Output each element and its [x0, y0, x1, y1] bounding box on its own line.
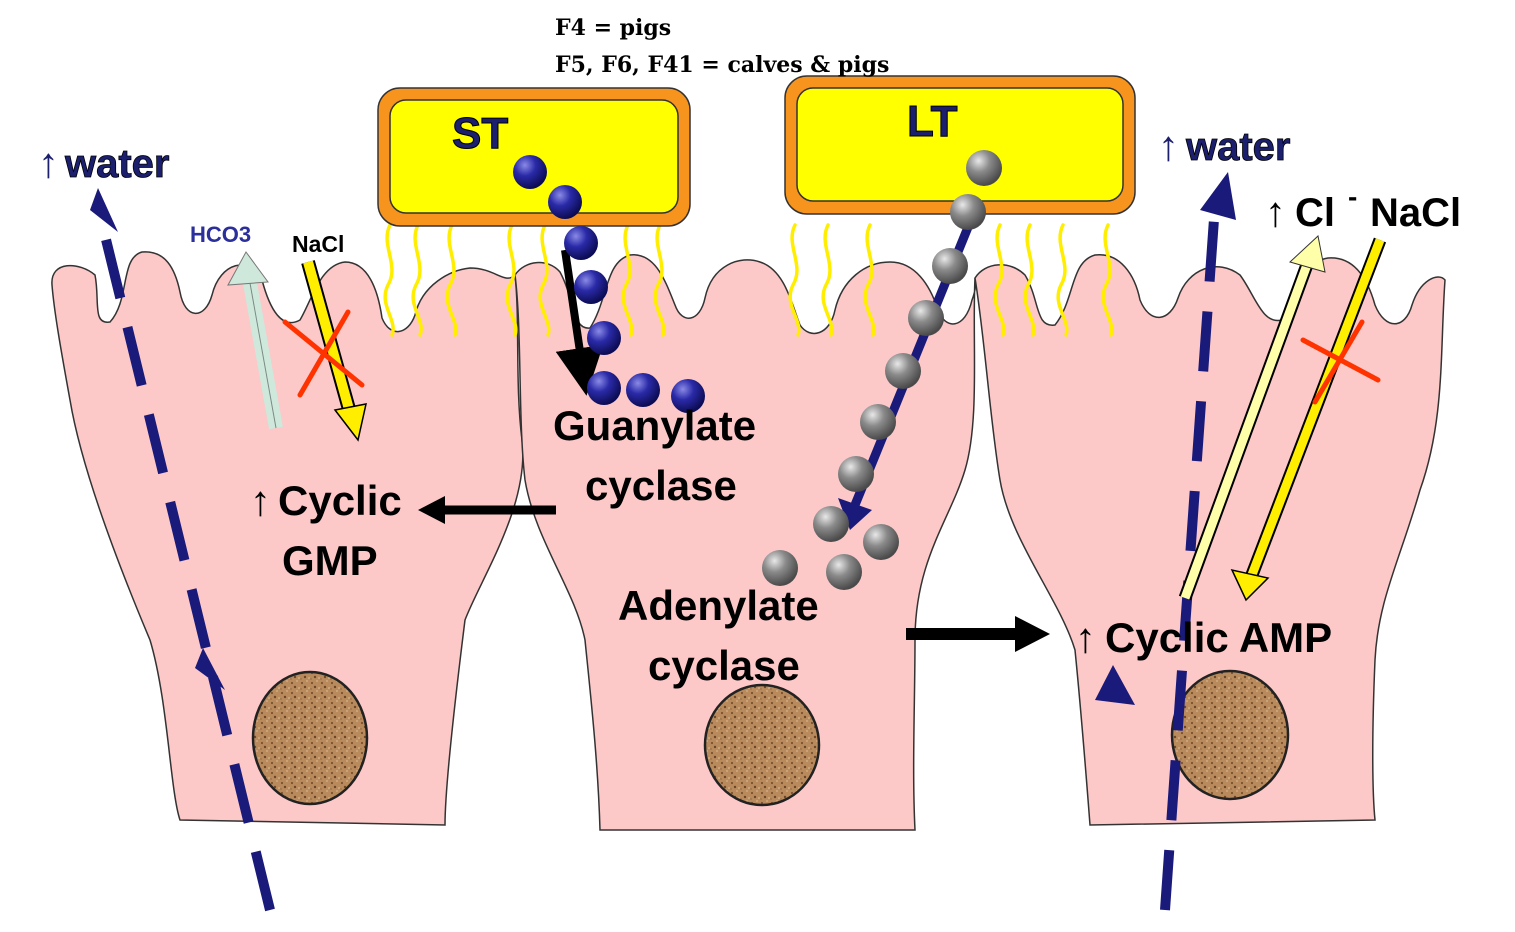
st-bead [513, 155, 547, 189]
gmp-signal-arrow [418, 496, 556, 524]
st-bead [587, 371, 621, 405]
lt-bead [762, 550, 798, 586]
left-water-text: water [64, 142, 170, 186]
cl-secretion-arrow [1178, 235, 1326, 601]
cyclic-amp-label: ↑ Cyclic AMP [1075, 614, 1332, 661]
right-water-text: water [1185, 125, 1291, 169]
right-water-label: ↑ water [1158, 122, 1291, 169]
st-bead [587, 321, 621, 355]
strain-notes: F4 = pigs F5, F6, F41 = calves & pigs [555, 15, 889, 78]
lt-bead [950, 194, 986, 230]
cyclic-amp-text: Cyclic AMP [1105, 614, 1332, 661]
lt-bead [826, 554, 862, 590]
left-cell-nucleus [251, 670, 369, 806]
up-arrow-symbol: ↑ [250, 477, 271, 524]
lt-bead [863, 524, 899, 560]
st-bead [574, 270, 608, 304]
left-water-arrowhead-top [90, 188, 118, 232]
st-pathway-arrow [555, 249, 604, 396]
st-bead [626, 373, 660, 407]
lt-bead [908, 300, 944, 336]
st-bead [548, 185, 582, 219]
lt-bead [838, 456, 874, 492]
lt-bead [813, 506, 849, 542]
lt-toxin: LT [784, 75, 1136, 215]
right-water-arrowhead-bottom [1095, 665, 1135, 705]
cyclic-gmp-line1: Cyclic [278, 477, 402, 524]
right-nacl-label: NaCl [1370, 191, 1461, 235]
left-nacl-label: NaCl [292, 231, 344, 257]
st-label: ST [452, 109, 508, 158]
st-bead-chain [513, 155, 705, 413]
up-arrow-symbol: ↑ [38, 139, 59, 186]
lt-bead [932, 248, 968, 284]
cyclic-gmp-label: ↑ Cyclic GMP [250, 477, 402, 584]
lt-bead-chain [762, 150, 1002, 590]
left-block-x [282, 309, 365, 398]
right-water-flow [1095, 172, 1236, 911]
microvilli [383, 223, 1114, 337]
cl-text: Cl [1295, 191, 1335, 235]
cl-superscript: - [1348, 181, 1357, 212]
middle-cell [514, 254, 977, 831]
left-water-arrowhead-bottom [195, 648, 225, 690]
note-f5-f6-f41: F5, F6, F41 = calves & pigs [555, 52, 889, 78]
right-cell-nucleus [1170, 669, 1290, 801]
left-cell-body [51, 251, 524, 826]
up-arrow-symbol: ↑ [1158, 122, 1179, 169]
st-bead [671, 379, 705, 413]
adenylate-line1: Adenylate [618, 582, 819, 629]
cyclic-gmp-line2: GMP [282, 537, 378, 584]
note-f4: F4 = pigs [555, 15, 671, 41]
st-bead [564, 226, 598, 260]
right-nacl-arrow [1230, 237, 1387, 602]
right-block-x [1300, 319, 1381, 405]
hco3-arrow [227, 251, 283, 430]
guanylate-cyclase-label: Guanylate cyclase [553, 402, 756, 509]
hco3-label: HCO3 [190, 222, 251, 247]
lt-bead [966, 150, 1002, 186]
up-arrow-symbol: ↑ [1265, 188, 1286, 235]
lt-label: LT [907, 97, 958, 146]
lt-pathway-arrowhead [838, 498, 872, 530]
lt-bead [885, 353, 921, 389]
left-water-flow [90, 188, 275, 912]
middle-cell-nucleus [703, 683, 821, 807]
cl-label: ↑ Cl - [1265, 181, 1357, 235]
guanylate-line2: cyclase [585, 462, 737, 509]
left-water-label: ↑ water [38, 139, 170, 186]
lt-bead [860, 404, 896, 440]
amp-signal-arrow [906, 616, 1050, 652]
lt-toxin-body [796, 87, 1124, 202]
guanylate-line1: Guanylate [553, 402, 756, 449]
right-water-arrowhead-top [1200, 172, 1236, 220]
left-cell [51, 251, 524, 826]
adenylate-line2: cyclase [648, 642, 800, 689]
adenylate-cyclase-label: Adenylate cyclase [618, 582, 819, 689]
up-arrow-symbol: ↑ [1075, 614, 1096, 661]
